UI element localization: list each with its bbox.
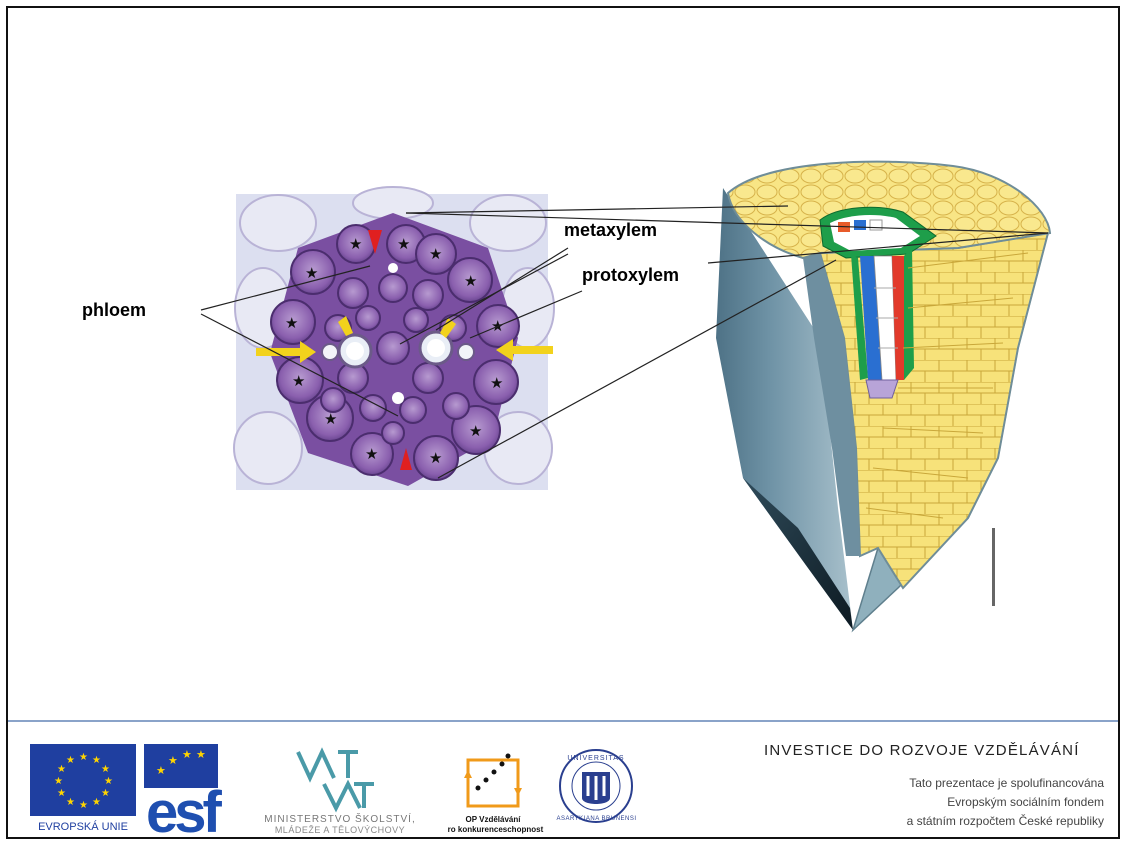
svg-text:★: ★ bbox=[182, 748, 192, 761]
funding-line: a státním rozpočtem České republiky bbox=[907, 812, 1104, 831]
svg-text:★: ★ bbox=[66, 755, 75, 766]
svg-text:★: ★ bbox=[324, 410, 337, 428]
msmt-line2: MLÁDEŽE A TĚLOVÝCHOVY bbox=[275, 825, 405, 835]
svg-text:★: ★ bbox=[156, 764, 166, 777]
metaxylem-label: metaxylem bbox=[564, 220, 657, 241]
esf-logo: ★★★★ esf bbox=[144, 744, 244, 834]
op-vzdelavani-logo: OP Vzdělávání pro konkurenceschopnost bbox=[448, 748, 556, 838]
funding-note: Tato prezentace je spolufinancována Evro… bbox=[907, 774, 1104, 831]
funding-line: Tato prezentace je spolufinancována bbox=[907, 774, 1104, 793]
svg-text:★: ★ bbox=[469, 422, 482, 440]
svg-text:★: ★ bbox=[168, 754, 178, 767]
svg-text:★: ★ bbox=[101, 764, 110, 775]
svg-text:★: ★ bbox=[285, 314, 298, 332]
root-anatomy-figure: ★★★ ★★★ ★★★ ★★★ ★ bbox=[8, 8, 1118, 718]
svg-text:MASARYKIANA BRUNENSIS: MASARYKIANA BRUNENSIS bbox=[556, 816, 636, 822]
msmt-logo: MINISTERSTVO ŠKOLSTVÍ, MLÁDEŽE A TĚLOVÝC… bbox=[248, 744, 433, 836]
svg-text:★: ★ bbox=[429, 245, 442, 263]
svg-text:★: ★ bbox=[54, 776, 63, 787]
investice-heading: INVESTICE DO ROZVOJE VZDĚLÁVÁNÍ bbox=[764, 742, 1080, 759]
svg-text:★: ★ bbox=[66, 797, 75, 808]
svg-text:★: ★ bbox=[57, 788, 66, 799]
svg-text:UNIVERSITAS: UNIVERSITAS bbox=[567, 755, 624, 762]
svg-text:★: ★ bbox=[305, 264, 318, 282]
svg-text:★: ★ bbox=[365, 445, 378, 463]
eu-caption: EVROPSKÁ UNIE bbox=[38, 820, 128, 833]
svg-text:★: ★ bbox=[57, 764, 66, 775]
svg-text:★: ★ bbox=[464, 272, 477, 290]
svg-text:★: ★ bbox=[92, 755, 101, 766]
eu-flag-logo: ★★★★ ★★★★ ★★★★ EVROPSKÁ UNIE bbox=[30, 744, 136, 834]
svg-text:★: ★ bbox=[79, 752, 88, 763]
svg-text:★: ★ bbox=[490, 374, 503, 392]
cross-section-micrograph: ★★★ ★★★ ★★★ ★★★ ★ bbox=[234, 187, 554, 490]
footer-divider bbox=[8, 720, 1118, 722]
svg-text:★: ★ bbox=[397, 235, 410, 253]
slide: ★★★ ★★★ ★★★ ★★★ ★ bbox=[6, 6, 1120, 839]
svg-text:★: ★ bbox=[92, 797, 101, 808]
svg-text:★: ★ bbox=[79, 800, 88, 811]
svg-text:★: ★ bbox=[101, 788, 110, 799]
svg-text:★: ★ bbox=[104, 776, 113, 787]
op-line1: OP Vzdělávání bbox=[466, 815, 522, 824]
protoxylem-label: protoxylem bbox=[582, 265, 679, 286]
scale-bar bbox=[992, 528, 995, 606]
msmt-line1: MINISTERSTVO ŠKOLSTVÍ, bbox=[264, 812, 415, 825]
svg-text:★: ★ bbox=[429, 449, 442, 467]
svg-text:★: ★ bbox=[349, 235, 362, 253]
muni-seal-logo: UNIVERSITAS MASARYKIANA BRUNENSIS bbox=[556, 746, 636, 826]
svg-text:★: ★ bbox=[292, 372, 305, 390]
funding-line: Evropským sociálním fondem bbox=[907, 793, 1104, 812]
svg-text:★: ★ bbox=[196, 748, 206, 761]
phloem-label: phloem bbox=[82, 300, 146, 321]
esf-text: esf bbox=[146, 780, 223, 834]
op-line2: pro konkurenceschopnost bbox=[448, 825, 544, 834]
